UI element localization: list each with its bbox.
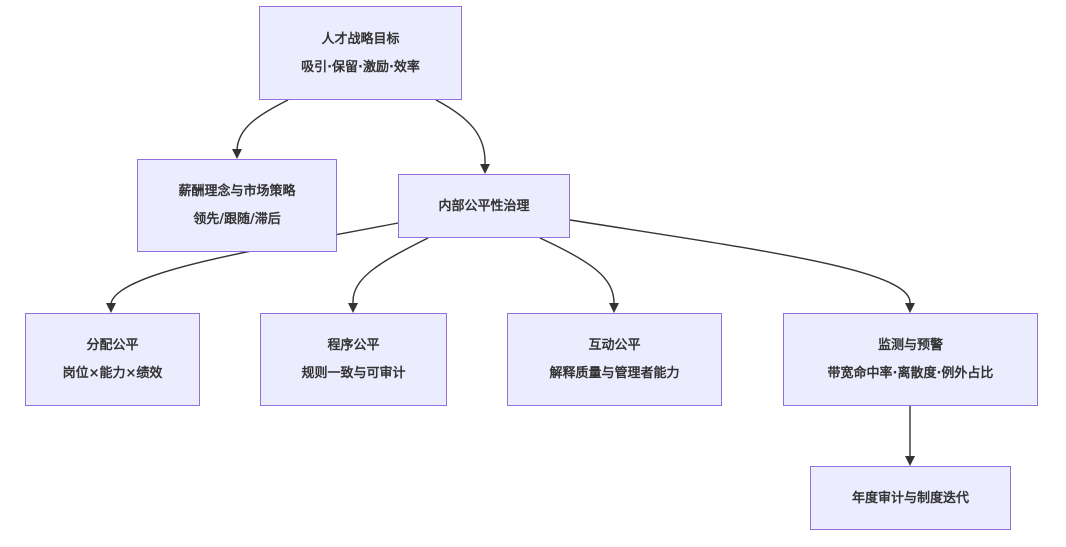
node-monitoring: 监测与预警 带宽命中率·离散度·例外占比 xyxy=(783,313,1038,406)
node-goal-subtitle: 吸引·保留·激励·效率 xyxy=(301,59,420,75)
edge-internal-to-monitoring xyxy=(569,219,911,304)
node-interactional: 互动公平 解释质量与管理者能力 xyxy=(507,313,722,406)
arrowhead-audit xyxy=(905,456,915,466)
arrowhead-procedural xyxy=(348,303,358,313)
node-distributive-subtitle: 岗位×能力×绩效 xyxy=(62,366,163,381)
node-audit: 年度审计与制度迭代 xyxy=(810,466,1011,530)
arrowhead-internal xyxy=(480,164,490,174)
edge-internal-to-procedural xyxy=(352,237,429,304)
node-audit-title: 年度审计与制度迭代 xyxy=(851,490,969,506)
node-distributive-title: 分配公平 xyxy=(86,338,139,353)
node-philosophy-subtitle: 领先/跟随/滞后 xyxy=(193,212,281,227)
node-internal: 内部公平性治理 xyxy=(398,174,570,238)
edge-philosophy-to-distributive xyxy=(110,222,399,304)
node-distributive: 分配公平 岗位×能力×绩效 xyxy=(25,313,200,406)
node-interactional-subtitle: 解释质量与管理者能力 xyxy=(549,366,680,381)
node-goal-title: 人才战略目标 xyxy=(321,31,400,47)
edge-internal-to-interactional xyxy=(539,237,615,304)
arrowhead-monitoring xyxy=(905,303,915,313)
node-internal-title: 内部公平性治理 xyxy=(438,198,530,214)
node-procedural-subtitle: 规则一致与可审计 xyxy=(301,366,406,381)
edge-goal-to-internal xyxy=(435,99,486,165)
node-interactional-title: 互动公平 xyxy=(588,338,641,353)
edge-goal-to-philosophy xyxy=(236,99,289,151)
node-procedural: 程序公平 规则一致与可审计 xyxy=(260,313,447,406)
node-procedural-title: 程序公平 xyxy=(327,338,380,353)
node-philosophy: 薪酬理念与市场策略 领先/跟随/滞后 xyxy=(137,159,337,252)
arrowhead-interactional xyxy=(609,303,619,313)
node-monitoring-subtitle: 带宽命中率·离散度·例外占比 xyxy=(827,366,994,381)
arrowhead-philosophy xyxy=(232,149,242,159)
node-goal: 人才战略目标 吸引·保留·激励·效率 xyxy=(259,6,462,100)
arrowhead-distributive xyxy=(106,303,116,313)
node-philosophy-title: 薪酬理念与市场策略 xyxy=(178,184,296,199)
node-monitoring-title: 监测与预警 xyxy=(877,338,943,353)
